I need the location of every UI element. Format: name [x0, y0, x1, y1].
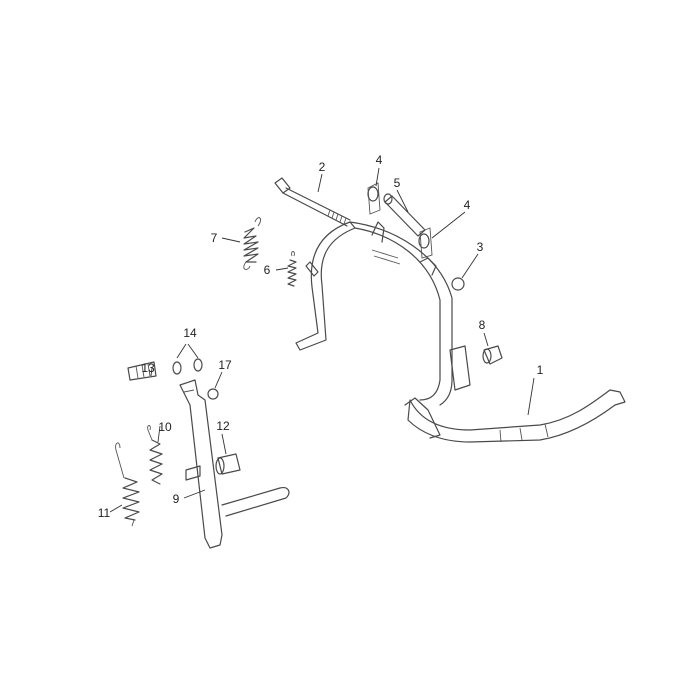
- callout-number: 13: [141, 361, 155, 375]
- spacer-tube-part: [383, 193, 426, 237]
- bracket-outline: [367, 182, 381, 215]
- callout-number: 4: [375, 153, 383, 167]
- callout-number: 9: [172, 492, 180, 506]
- callout-number: 10: [158, 420, 172, 434]
- nut-part: [207, 388, 219, 400]
- callout-number: 2: [318, 160, 326, 174]
- rubber-buffer-part: [482, 345, 503, 365]
- callout-number: 8: [478, 318, 486, 332]
- bushing-part: [185, 453, 241, 481]
- bushing-part: [367, 186, 430, 249]
- spring-small-part: [287, 251, 319, 287]
- callout-number: 3: [476, 240, 484, 254]
- washer-part: [172, 358, 203, 375]
- callout-number: 11: [97, 506, 111, 520]
- callout-number: 5: [393, 176, 401, 190]
- side-stand-part: [179, 379, 290, 549]
- pivot-bolt-part: [127, 361, 157, 381]
- callout-number: 1: [536, 363, 544, 377]
- bolt-part: [274, 177, 351, 227]
- spring-part: [243, 217, 261, 270]
- callout-number: 7: [210, 231, 218, 245]
- main-stand-part: [295, 221, 626, 443]
- spring-small-part: [147, 425, 163, 485]
- nut-part: [451, 277, 465, 291]
- callout-number: 4: [463, 198, 471, 212]
- leader-lines: [109, 167, 535, 513]
- callout-number: 12: [216, 419, 230, 433]
- spring-part: [115, 442, 140, 527]
- callout-number: 14: [183, 326, 197, 340]
- callout-number: 6: [263, 263, 271, 277]
- callout-number: 17: [218, 358, 232, 372]
- bracket-outline: [419, 227, 433, 259]
